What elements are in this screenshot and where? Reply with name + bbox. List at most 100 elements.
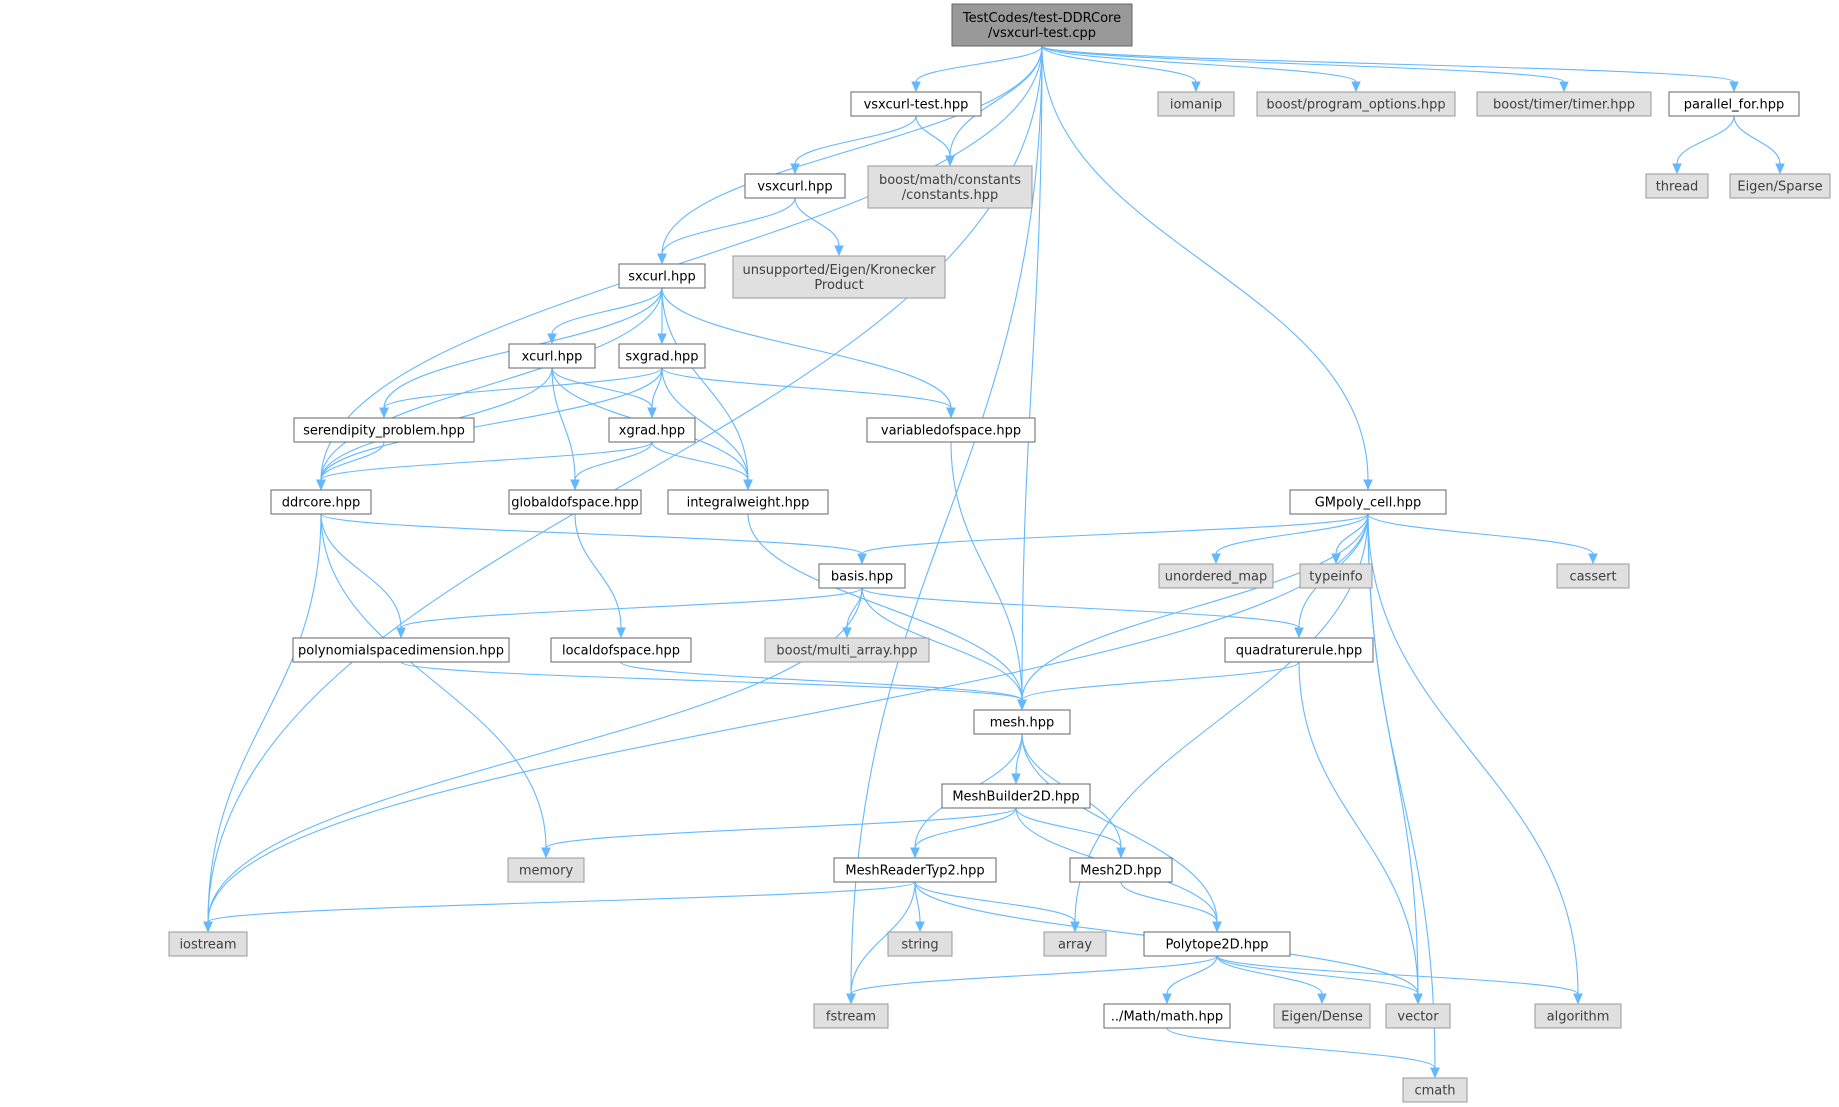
node-sxcurl-hpp[interactable]: sxcurl.hpp [618, 263, 706, 289]
edge-parallel_for-to-eigen_sparse [1733, 115, 1785, 175]
node-label: boost/multi_array.hpp [776, 644, 917, 659]
node-box [608, 417, 696, 443]
node-box [292, 637, 510, 663]
edge-arrowhead [1017, 699, 1027, 711]
node-globaldofspace[interactable]: globaldofspace.hpp [508, 489, 642, 515]
node-basis[interactable]: basis.hpp [818, 563, 906, 589]
node-box [813, 1003, 889, 1029]
node-xcurl-hpp[interactable]: xcurl.hpp [508, 343, 596, 369]
edge-line [1041, 45, 1357, 83]
node-label: Eigen/Sparse [1737, 180, 1822, 195]
node-localdofspace[interactable]: localdofspace.hpp [550, 637, 692, 663]
node-polyspacedim[interactable]: polynomialspacedimension.hpp [292, 637, 510, 663]
edge-sxcurl_hpp-to-integralweight [661, 287, 753, 491]
node-mesh[interactable]: mesh.hpp [973, 709, 1071, 735]
node-label: MeshReaderTyp2.hpp [845, 864, 984, 879]
edge-arrowhead [616, 627, 626, 639]
node-boost-multi-array: boost/multi_array.hpp [764, 637, 930, 663]
edge-line [1733, 115, 1781, 165]
node-iostream: iostream [168, 931, 248, 957]
edge-arrowhead [945, 155, 955, 167]
edge-polytope-to-fstream [846, 955, 1218, 1005]
node-math[interactable]: ../Math/math.hpp [1103, 1003, 1231, 1029]
edge-line [950, 441, 1023, 701]
node-box [1668, 91, 1800, 117]
edge-parallel_for-to-thread [1672, 115, 1735, 175]
node-box [270, 489, 372, 515]
edge-line [400, 587, 863, 629]
edge-line [861, 513, 1369, 555]
node-box [1069, 857, 1173, 883]
node-xgrad-hpp[interactable]: xgrad.hpp [608, 417, 696, 443]
node-integralweight[interactable]: integralweight.hpp [667, 489, 829, 515]
node-serendipity[interactable]: serendipity_problem.hpp [293, 417, 475, 443]
node-box [1273, 1003, 1371, 1029]
node-boost-constants: boost/math/constants/constants.hpp [867, 165, 1033, 209]
edge-arrowhead [1294, 627, 1304, 639]
node-ddrcore[interactable]: ddrcore.hpp [270, 489, 372, 515]
edge-line [1216, 955, 1323, 995]
node-label: MeshBuilder2D.hpp [952, 790, 1079, 805]
edge-gmpoly-to-cmath [1367, 513, 1440, 1079]
edge-xgrad_hpp-to-ddrcore [316, 441, 653, 491]
node-box [1043, 931, 1107, 957]
node-mesh2d[interactable]: Mesh2D.hpp [1069, 857, 1173, 883]
node-vsxcurl-hpp[interactable]: vsxcurl.hpp [744, 173, 846, 199]
node-memory: memory [507, 857, 585, 883]
edge-root-to-boost_timer [1041, 45, 1569, 93]
edge-line [661, 367, 749, 481]
edge-line [1120, 881, 1218, 923]
node-box [1224, 637, 1374, 663]
node-label: sxcurl.hpp [628, 270, 695, 285]
node-variabledofspace[interactable]: variabledofspace.hpp [866, 417, 1036, 443]
node-label: localdofspace.hpp [562, 644, 680, 659]
edge-globaldofspace-to-localdofspace [574, 513, 626, 639]
node-meshbuilder[interactable]: MeshBuilder2D.hpp [941, 783, 1091, 809]
node-label: thread [1656, 180, 1699, 195]
edge-arrowhead [857, 553, 867, 565]
node-box [973, 709, 1071, 735]
node-label: boost/program_options.hpp [1266, 98, 1445, 113]
edge-line [850, 881, 916, 995]
node-vsxcurl-test-hpp[interactable]: vsxcurl-test.hpp [850, 91, 982, 117]
node-parallel-for[interactable]: parallel_for.hpp [1668, 91, 1800, 117]
node-box [744, 173, 846, 199]
edge-sxcurl_hpp-to-ddrcore [316, 287, 663, 491]
edge-polytope-to-eigen_dense [1216, 955, 1327, 1005]
node-meshreader[interactable]: MeshReaderTyp2.hpp [833, 857, 997, 883]
node-label: integralweight.hpp [687, 496, 810, 511]
node-box [1402, 1077, 1468, 1103]
edge-line [1215, 513, 1369, 555]
node-label: cmath [1414, 1084, 1455, 1099]
edge-vsxcurl_test_hpp-to-boost_constants [915, 115, 955, 167]
node-root[interactable]: TestCodes/test-DDRCore/vsxcurl-test.cpp [951, 3, 1133, 47]
node-quadrature[interactable]: quadraturerule.hpp [1224, 637, 1374, 663]
edge-xgrad_hpp-to-globaldofspace [570, 441, 653, 491]
node-label: polynomialspacedimension.hpp [298, 644, 504, 659]
node-sxgrad-hpp[interactable]: sxgrad.hpp [618, 343, 706, 369]
edge-line [320, 513, 863, 555]
node-boost-timer: boost/timer/timer.hpp [1476, 91, 1652, 117]
edge-root-to-gmpoly [1041, 45, 1373, 491]
edge-math-to-cmath [1166, 1027, 1440, 1079]
edge-quadrature-to-vector [1298, 661, 1423, 1005]
edge-mesh2d-to-polytope [1120, 881, 1222, 933]
node-polytope[interactable]: Polytope2D.hpp [1143, 931, 1291, 957]
edge-line [747, 513, 1023, 701]
node-label: Product [814, 278, 863, 293]
edge-arrowhead [1212, 921, 1222, 933]
edge-line [1041, 45, 1197, 83]
edge-arrowhead [1211, 553, 1221, 565]
edge-arrowhead [1729, 81, 1739, 93]
node-eigen-dense: Eigen/Dense [1273, 1003, 1371, 1029]
node-cmath: cmath [1402, 1077, 1468, 1103]
edge-line [1041, 45, 1369, 481]
node-algorithm: algorithm [1534, 1003, 1622, 1029]
edge-line [794, 197, 840, 247]
edge-arrowhead [1775, 163, 1785, 175]
node-label: sxgrad.hpp [625, 350, 698, 365]
node-box [764, 637, 930, 663]
edge-arrowhead [915, 921, 925, 933]
node-gmpoly[interactable]: GMpoly_cell.hpp [1289, 489, 1447, 515]
